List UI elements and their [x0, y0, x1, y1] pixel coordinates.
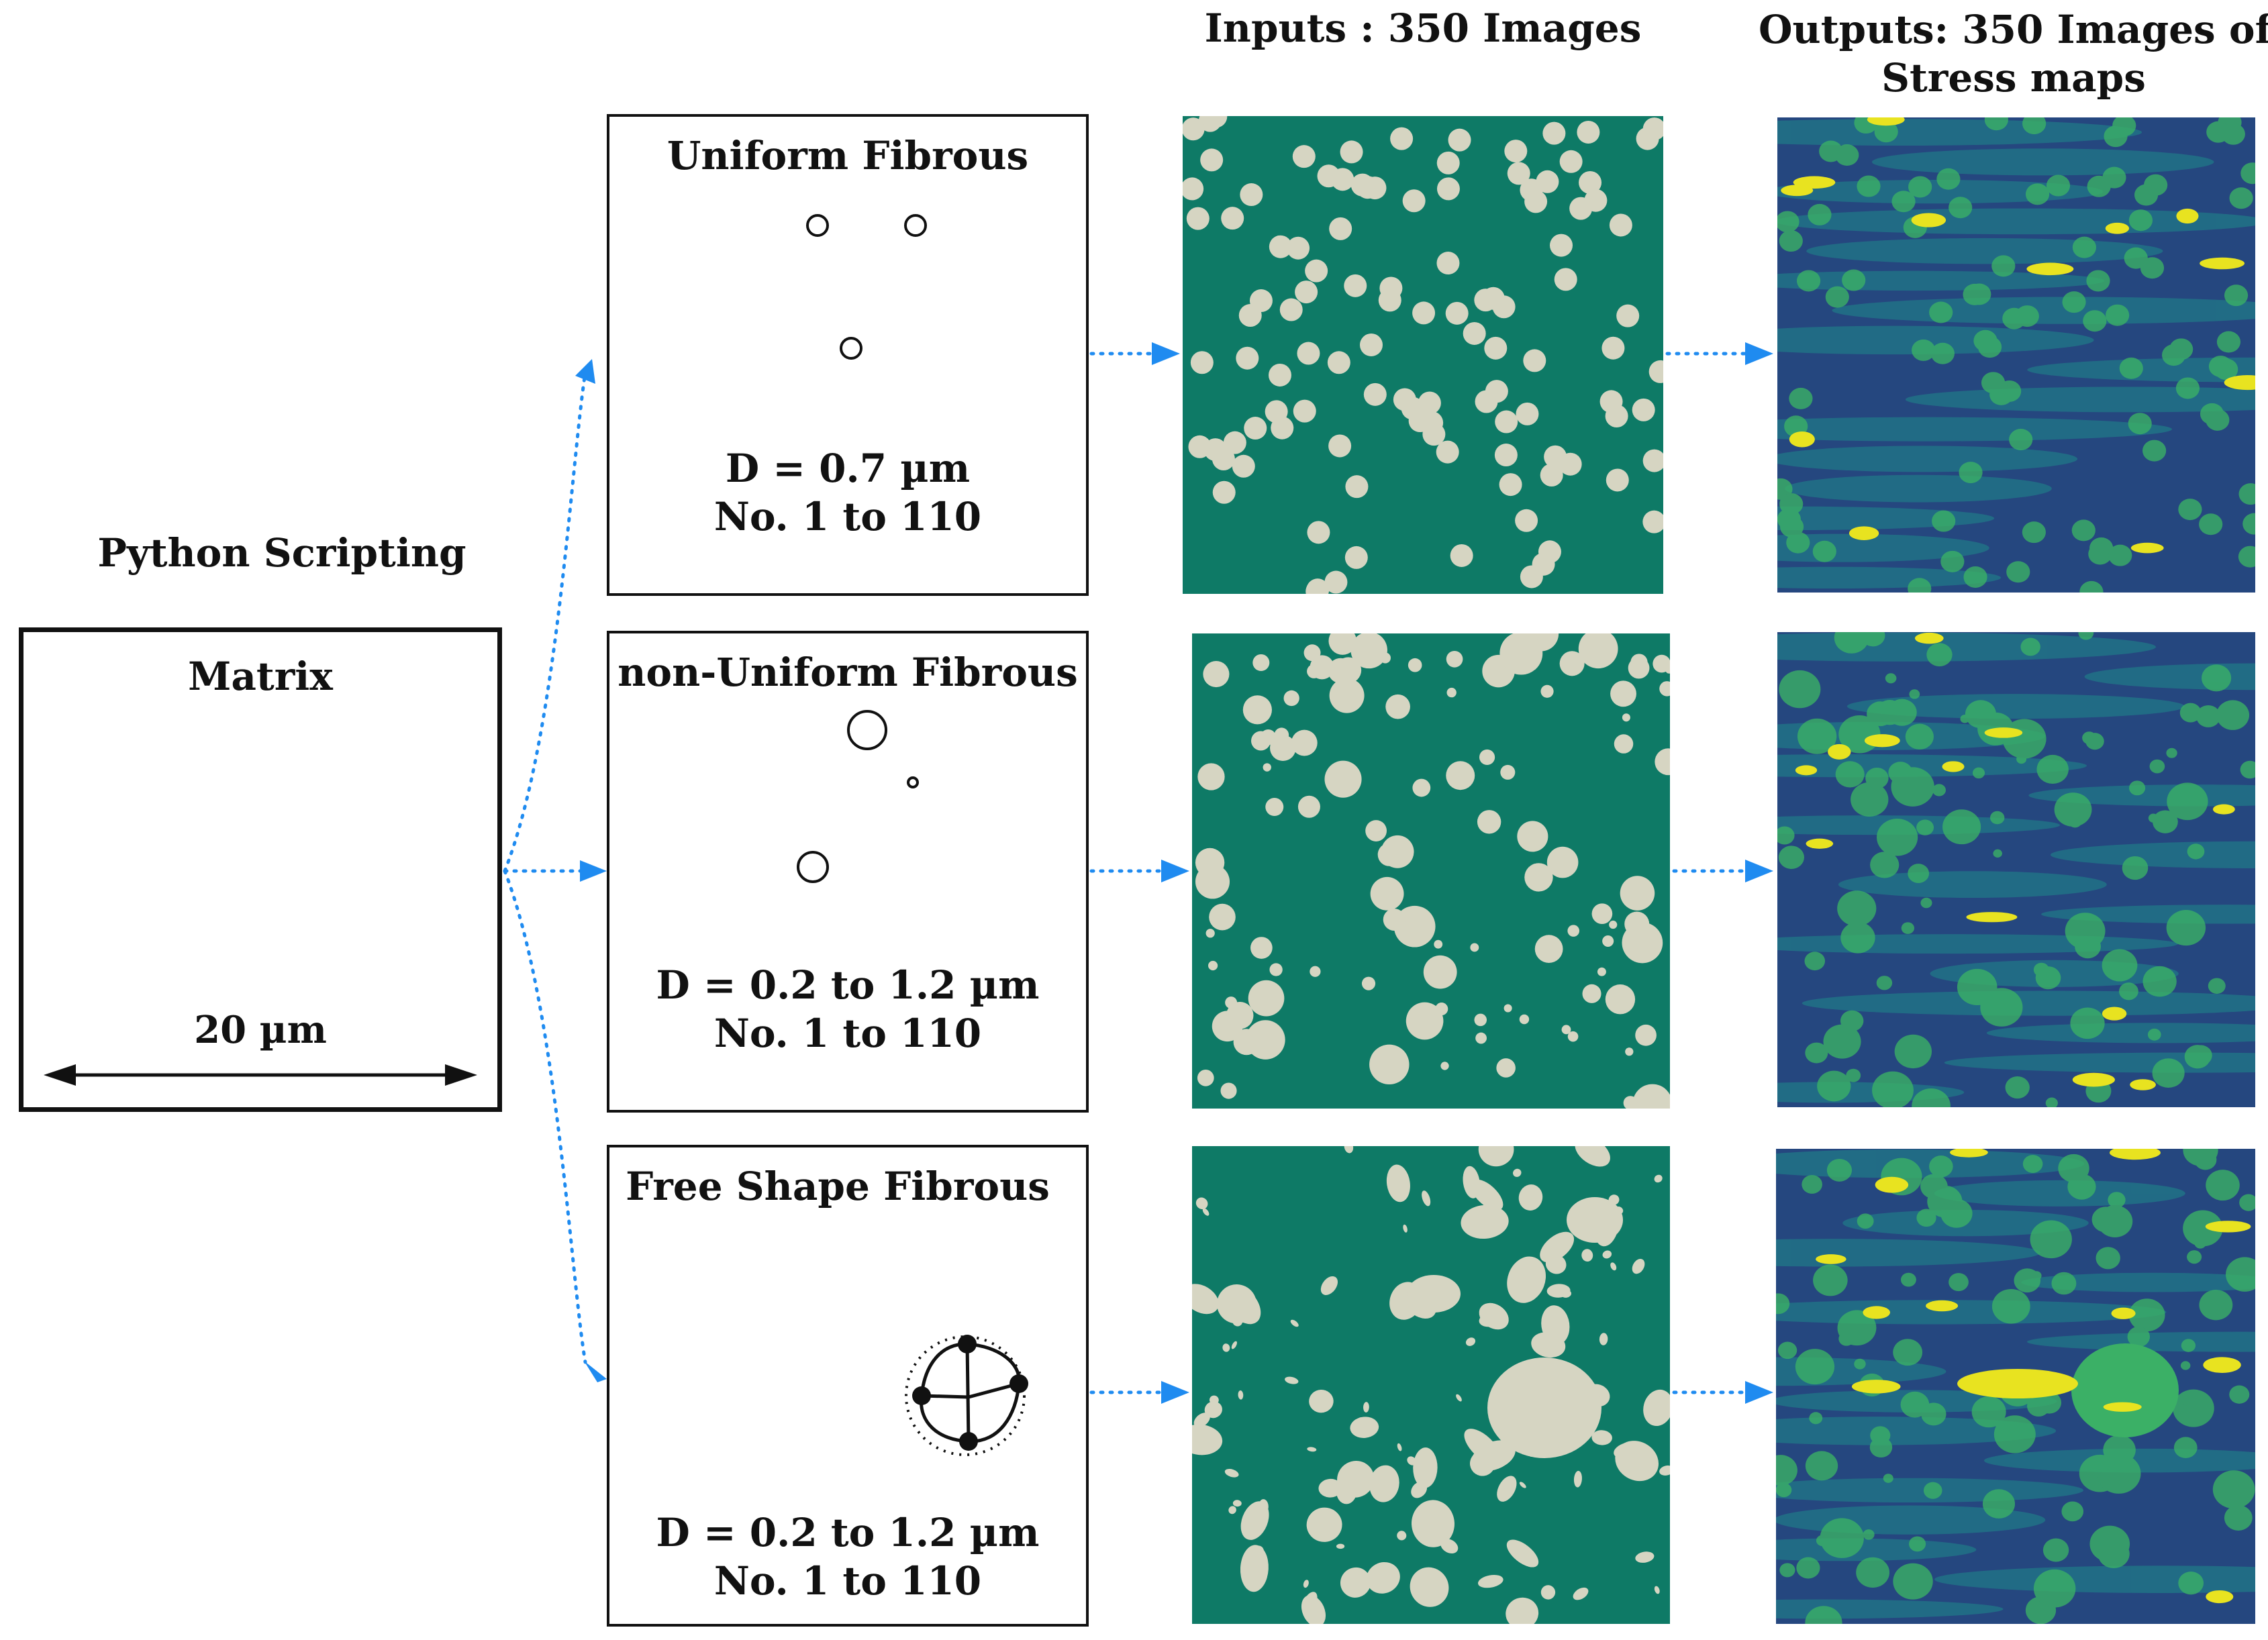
- outputs-title-line2: Stress maps: [1881, 55, 2146, 101]
- stress-map-non-uniform: [1777, 632, 2255, 1107]
- free-shape-fiber-sketch: [905, 1335, 1028, 1456]
- non-uniform-fibrous-box: non-Uniform Fibrous D = 0.2 to 1.2 µm No…: [607, 631, 1089, 1113]
- stress-map-free-shape: [1776, 1149, 2255, 1624]
- stress-map-uniform: [1777, 117, 2255, 593]
- input-image-uniform: [1183, 116, 1663, 594]
- dimension-arrow: [44, 1064, 477, 1086]
- outputs-title: Outputs: 350 Images of Stress maps: [1759, 5, 2268, 102]
- matrix-box: Matrix 20 µm: [19, 627, 502, 1112]
- outputs-title-line1: Outputs: 350 Images of: [1759, 7, 2268, 52]
- row-diameter: D = 0.2 to 1.2 µm: [656, 1510, 1040, 1555]
- row-count: No. 1 to 110: [713, 1558, 982, 1604]
- inputs-title: Inputs : 350 Images: [1204, 5, 1642, 51]
- uniform-fibrous-box: Uniform Fibrous D = 0.7 µm No. 1 to 110: [607, 114, 1089, 596]
- input-image-non-uniform: [1192, 633, 1670, 1109]
- row-title: Uniform Fibrous: [667, 133, 1029, 178]
- uniform-fiber-sketch: [806, 214, 927, 360]
- dimension-label: 20 µm: [194, 1008, 327, 1052]
- input-image-free-shape: [1192, 1146, 1670, 1624]
- python-scripting-title: Python Scripting: [97, 530, 466, 576]
- row-count: No. 1 to 110: [713, 1011, 982, 1056]
- row-title: non-Uniform Fibrous: [618, 650, 1078, 695]
- row-title: Free Shape Fibrous: [626, 1164, 1050, 1209]
- free-shape-fibrous-box: Free Shape Fibrous D = 0.2 to 1.2 µm No.…: [607, 1145, 1089, 1627]
- row-diameter: D = 0.2 to 1.2 µm: [656, 962, 1040, 1008]
- row-diameter: D = 0.7 µm: [725, 446, 971, 491]
- matrix-label: Matrix: [188, 654, 333, 699]
- row-count: No. 1 to 110: [713, 494, 982, 540]
- non-uniform-fiber-sketch: [797, 710, 919, 883]
